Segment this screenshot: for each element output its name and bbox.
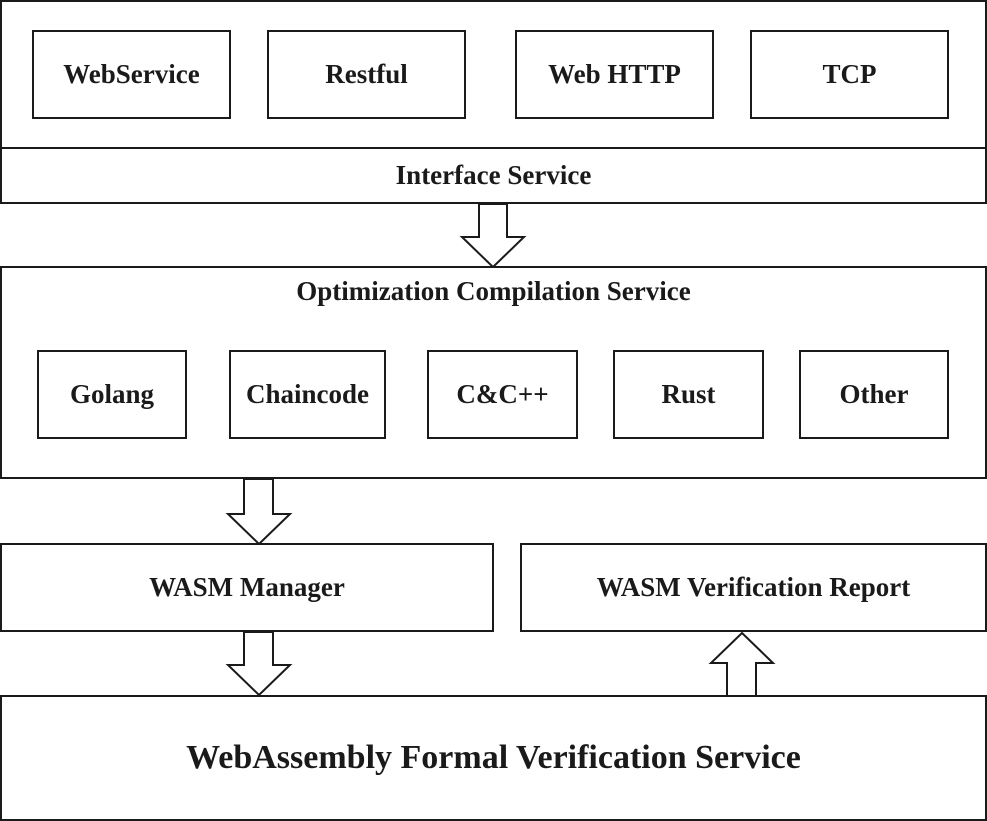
language-label-golang: Golang — [69, 379, 155, 409]
language-box-chaincode — [229, 350, 386, 439]
interface-service-title-bar — [0, 147, 987, 204]
language-label-rust: Rust — [661, 379, 716, 409]
language-box-other — [799, 350, 949, 439]
language-label-other: Other — [839, 379, 909, 409]
wasm-manager-label: WASM Manager — [149, 572, 345, 602]
formal-verification-box — [0, 695, 987, 821]
verification-report-box — [520, 543, 987, 632]
protocol-box-tcp — [750, 30, 949, 119]
arrow-verification-to-report — [708, 631, 776, 697]
protocol-box-webservice — [32, 30, 231, 119]
protocol-box-web-http — [515, 30, 714, 119]
protocol-label-web-http: Web HTTP — [548, 59, 681, 89]
protocol-label-webservice: WebService — [63, 59, 200, 89]
formal-verification-label: WebAssembly Formal Verification Service — [186, 739, 801, 776]
arrow-compilation-to-wasm-manager — [225, 478, 293, 546]
language-label-chaincode: Chaincode — [245, 379, 370, 409]
protocol-box-restful — [267, 30, 466, 119]
language-box-golang — [37, 350, 187, 439]
protocol-label-restful: Restful — [325, 59, 408, 89]
protocol-label-tcp: TCP — [822, 59, 877, 89]
compilation-service-title: Optimization Compilation Service — [296, 275, 691, 306]
language-label-c-cpp: C&C++ — [456, 379, 549, 409]
verification-report-label: WASM Verification Report — [596, 572, 911, 602]
wasm-manager-box — [0, 543, 494, 632]
language-box-rust — [613, 350, 764, 439]
arrow-interface-to-compilation — [459, 203, 527, 269]
arrow-wasm-manager-to-verification — [225, 631, 293, 697]
interface-service-title: Interface Service — [395, 160, 592, 190]
language-box-c-cpp — [427, 350, 578, 439]
